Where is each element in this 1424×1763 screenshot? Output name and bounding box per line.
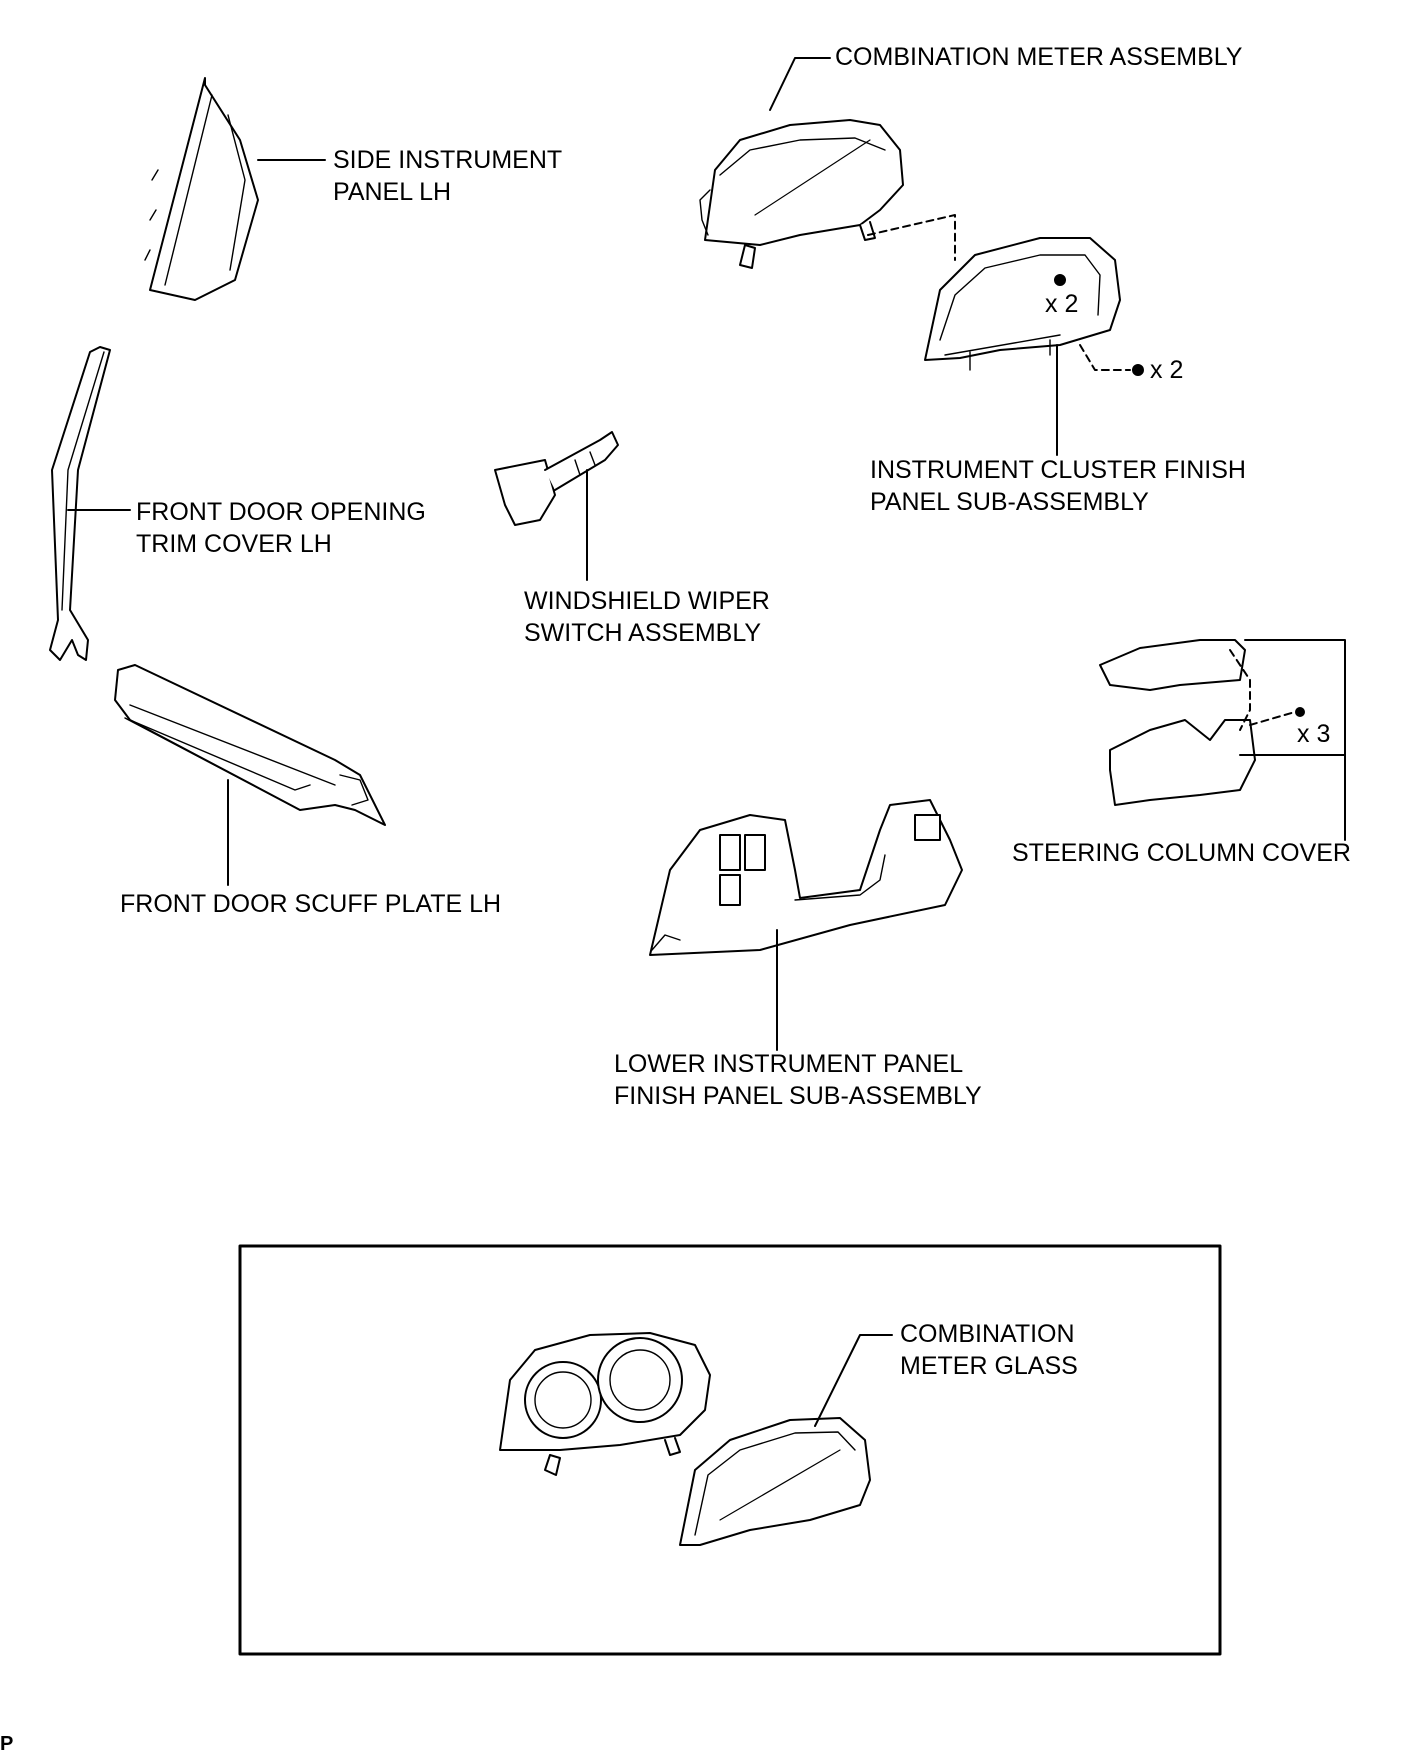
clip-icon bbox=[1132, 364, 1144, 376]
meter-to-cluster-dashed bbox=[867, 214, 956, 261]
label-steering-column-cover: STEERING COLUMN COVER bbox=[1012, 839, 1351, 867]
label-wiper-switch-2: SWITCH ASSEMBLY bbox=[524, 619, 762, 647]
inset-frame bbox=[238, 1244, 1222, 1656]
label-side-instrument-panel-2: PANEL LH bbox=[333, 178, 452, 206]
qty-cluster-screws: x 2 bbox=[1045, 290, 1079, 318]
lower-instrument-panel-part bbox=[650, 800, 962, 955]
instrument-cluster-finish-panel-part bbox=[925, 238, 1120, 370]
label-lower-panel-1: LOWER INSTRUMENT PANEL bbox=[614, 1050, 964, 1078]
label-cluster-finish-2: PANEL SUB-ASSEMBLY bbox=[870, 488, 1149, 516]
front-door-scuff-plate-part bbox=[115, 665, 385, 825]
label-wiper-switch-1: WINDSHIELD WIPER bbox=[524, 587, 770, 615]
side-instrument-panel-part bbox=[145, 78, 258, 300]
combination-meter-glass-part bbox=[680, 1418, 870, 1545]
steering-cover-leader bbox=[1239, 639, 1346, 841]
label-meter-glass-1: COMBINATION bbox=[900, 1320, 1075, 1348]
label-front-door-trim-2: TRIM COVER LH bbox=[136, 530, 332, 558]
label-scuff-plate: FRONT DOOR SCUFF PLATE LH bbox=[120, 890, 502, 918]
steering-column-cover-part bbox=[1100, 640, 1304, 805]
qty-cluster-clips: x 2 bbox=[1150, 356, 1184, 384]
label-front-door-trim-1: FRONT DOOR OPENING bbox=[136, 498, 426, 526]
label-meter-glass-2: METER GLASS bbox=[900, 1352, 1078, 1380]
corner-mark: P bbox=[0, 1733, 14, 1755]
label-combination-meter: COMBINATION METER ASSEMBLY bbox=[835, 43, 1243, 71]
label-side-instrument-panel-1: SIDE INSTRUMENT bbox=[333, 146, 563, 174]
windshield-wiper-switch-part bbox=[495, 432, 618, 525]
front-door-trim-cover-part bbox=[50, 347, 110, 660]
inset-combination-meter-part bbox=[500, 1333, 710, 1475]
cluster-clip-dashed bbox=[1079, 344, 1131, 371]
meter-glass-leader bbox=[814, 1334, 893, 1427]
combination-meter-part bbox=[700, 120, 903, 268]
qty-steering-screws: x 3 bbox=[1297, 720, 1331, 748]
label-cluster-finish-1: INSTRUMENT CLUSTER FINISH bbox=[870, 456, 1246, 484]
combination-meter-leader bbox=[769, 57, 831, 111]
label-lower-panel-2: FINISH PANEL SUB-ASSEMBLY bbox=[614, 1082, 982, 1110]
